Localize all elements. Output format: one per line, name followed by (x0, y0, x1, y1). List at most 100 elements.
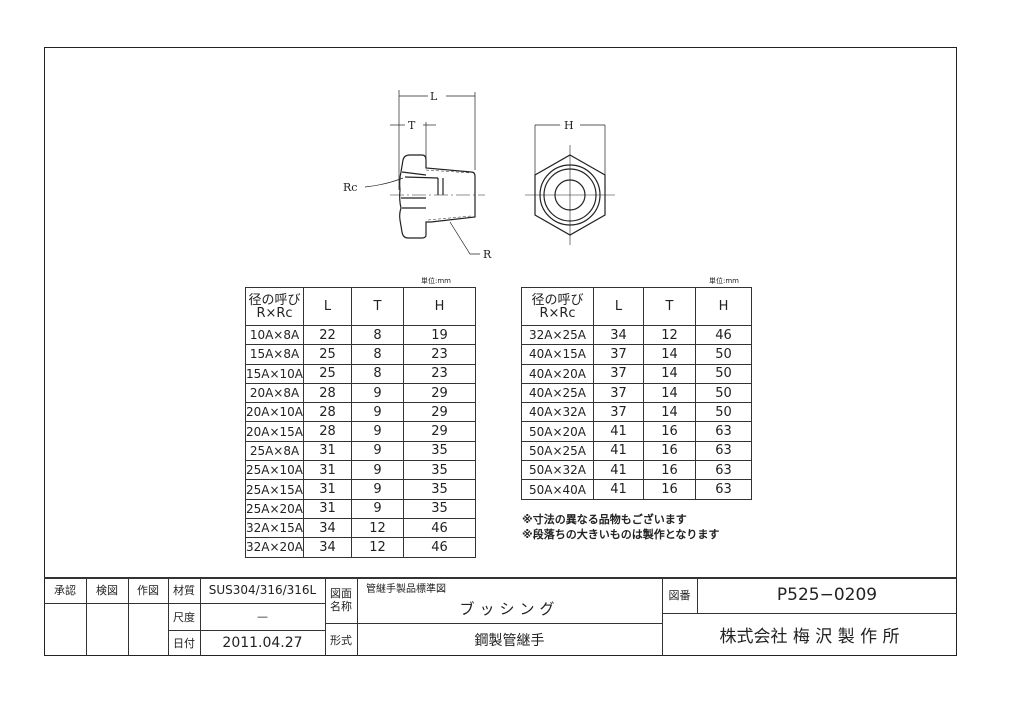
cell-H: 35 (403, 479, 476, 500)
header-L: L (303, 287, 353, 326)
cell-H: 35 (403, 440, 476, 462)
label-R: R (483, 248, 492, 261)
cell-T: 12 (351, 537, 405, 558)
cell-L: 37 (593, 344, 644, 365)
label-Rc: Rc (343, 181, 357, 194)
cell-size: 15A×10A (244, 363, 305, 384)
cell-T: 16 (643, 460, 696, 481)
cell-H: 29 (403, 382, 476, 404)
cell-size: 32A×20A (244, 537, 305, 558)
cell-size: 32A×25A (521, 324, 594, 346)
cell-H: 29 (403, 421, 476, 442)
cell-L: 41 (593, 440, 644, 462)
header-size-line1: 径の呼び (248, 292, 301, 308)
cell-L: 37 (593, 382, 644, 404)
cell-H: 35 (403, 498, 476, 519)
cell-T: 16 (643, 421, 696, 442)
cell-H: 63 (695, 440, 752, 462)
scale-value: — (257, 610, 268, 623)
cell-H: 29 (403, 402, 476, 423)
drawing-no-label: 図番 (668, 589, 691, 602)
cell-L: 37 (593, 402, 644, 423)
cell-T: 8 (351, 344, 405, 365)
material-value: SUS304/316/316L (208, 583, 317, 597)
cell-T: 9 (351, 440, 405, 462)
cell-L: 28 (303, 402, 353, 423)
cell-size: 40A×15A (521, 344, 594, 365)
cell-size: 40A×25A (521, 382, 594, 404)
cell-size: 25A×10A (244, 460, 305, 481)
dim-L: L (430, 90, 438, 103)
cell-L: 34 (303, 537, 353, 558)
cell-size: 50A×25A (521, 440, 594, 462)
cell-L: 28 (303, 421, 353, 442)
cell-T: 9 (351, 460, 405, 481)
cell-T: 14 (643, 402, 696, 423)
cell-L: 41 (593, 421, 644, 442)
cell-size: 50A×32A (521, 460, 594, 481)
cell-T: 8 (351, 363, 405, 384)
cell-H: 46 (695, 324, 752, 346)
cell-T: 14 (643, 382, 696, 404)
cell-size: 25A×8A (244, 440, 305, 462)
cell-L: 22 (303, 324, 353, 346)
cell-T: 9 (351, 498, 405, 519)
cell-T: 12 (643, 324, 696, 346)
bushing-drawing: L T H Rc R (343, 90, 615, 261)
cell-L: 34 (303, 517, 353, 539)
header-size-line2: R×Rc (256, 305, 293, 321)
cell-H: 46 (403, 537, 476, 558)
cell-H: 50 (695, 344, 752, 365)
cell-size: 20A×8A (244, 382, 305, 404)
cell-T: 9 (351, 421, 405, 442)
front-view (525, 124, 615, 245)
header-H: H (403, 287, 476, 326)
cell-H: 63 (695, 479, 752, 500)
cell-H: 63 (695, 460, 752, 481)
cell-T: 8 (351, 324, 405, 346)
cell-T: 9 (351, 402, 405, 423)
cell-L: 25 (303, 344, 353, 365)
cell-L: 41 (593, 479, 644, 500)
scale-label: 尺度 (173, 610, 195, 624)
header-size-line1: 径の呼び (531, 292, 584, 308)
cell-H: 50 (695, 382, 752, 404)
cell-T: 14 (643, 363, 696, 384)
date-value: 2011.04.27 (222, 635, 303, 651)
cell-T: 9 (351, 382, 405, 404)
drawing-name-label: 図面 名称 (330, 587, 352, 613)
cell-H: 23 (403, 363, 476, 384)
header-H: H (695, 287, 752, 326)
header-T: T (351, 287, 405, 326)
cell-size: 20A×10A (244, 402, 305, 423)
header-size-line2: R×Rc (539, 305, 576, 321)
header-T: T (643, 287, 696, 326)
cell-H: 63 (695, 421, 752, 442)
cell-size: 10A×8A (244, 324, 305, 346)
note-2: ※段落ちの大きいものは製作となります (522, 528, 720, 541)
sheet-border (44, 47, 957, 656)
cell-size: 25A×15A (244, 479, 305, 500)
cell-size: 32A×15A (244, 517, 305, 539)
drawing-series: 管継手製品標準図 (366, 584, 446, 595)
header-L: L (593, 287, 644, 326)
cell-T: 14 (643, 344, 696, 365)
cell-H: 46 (403, 517, 476, 539)
